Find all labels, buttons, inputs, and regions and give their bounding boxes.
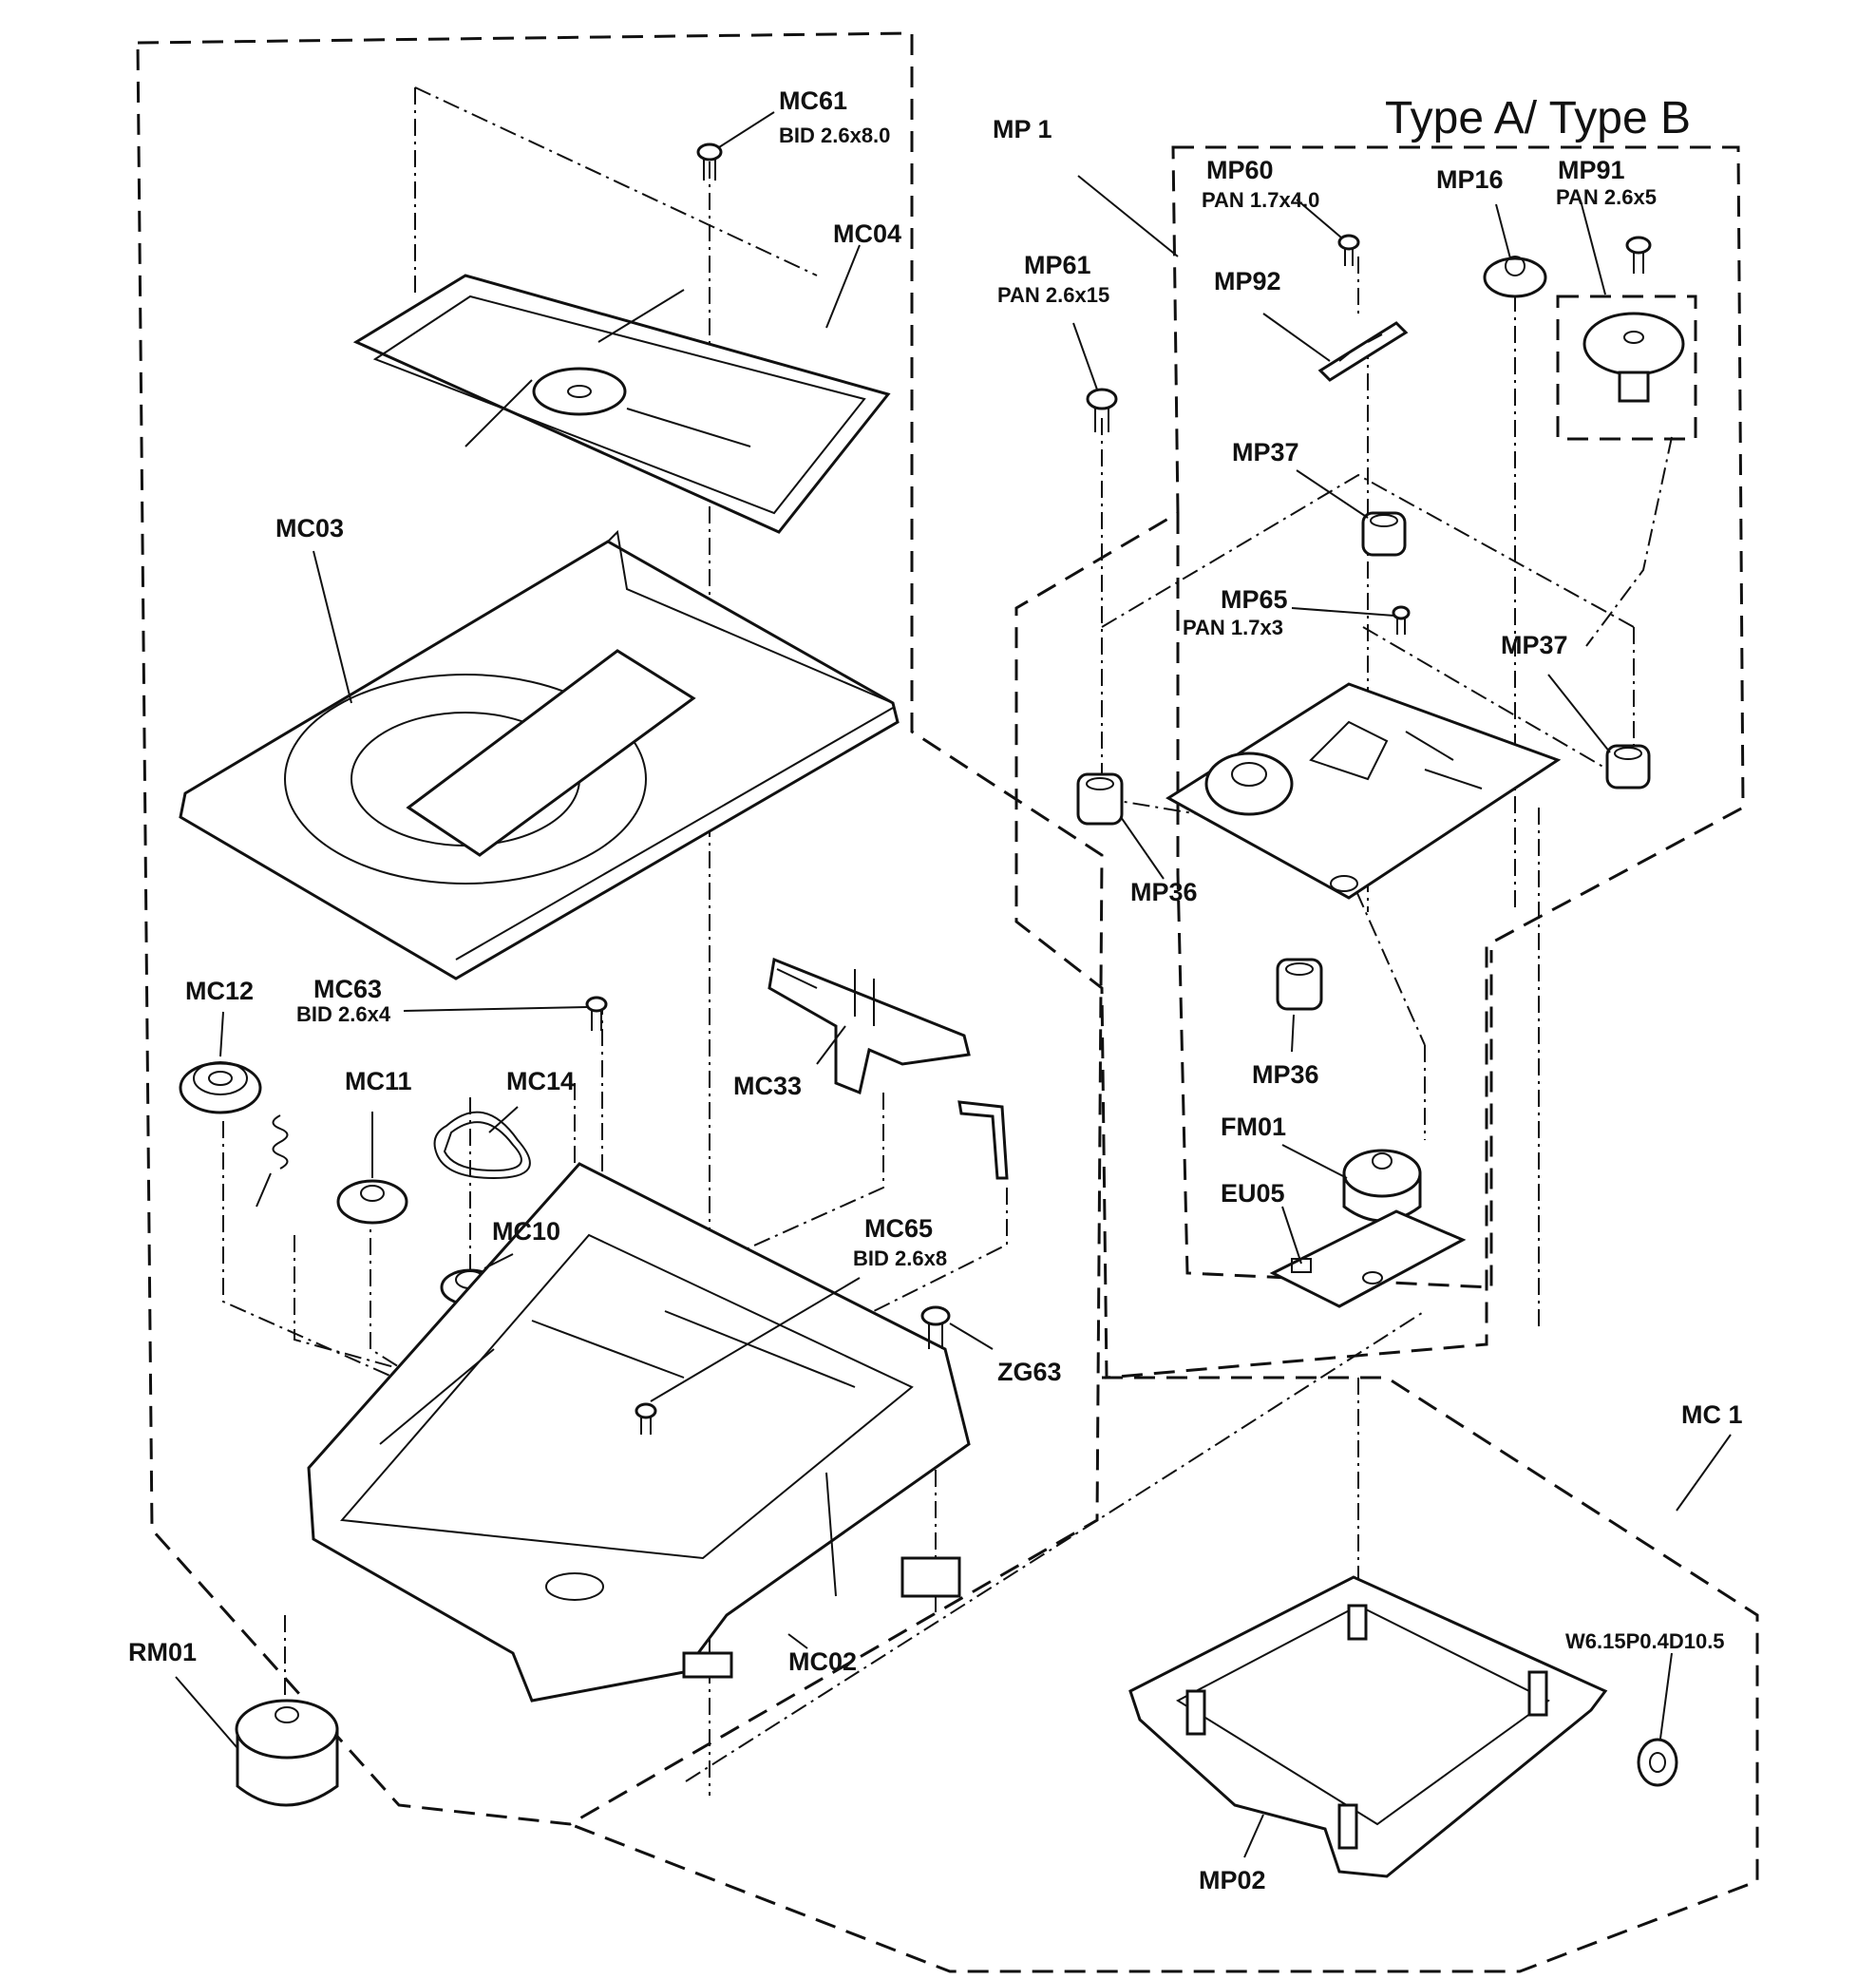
chassis-mc02-icon — [307, 1162, 971, 1703]
screw-zg63-icon — [920, 1305, 951, 1349]
label-rm01: RM01 — [128, 1638, 197, 1666]
label-mp60: MP60 — [1206, 156, 1274, 184]
label-mp36-left: MP36 — [1130, 878, 1198, 906]
screw-mc63-icon — [585, 996, 608, 1031]
label-mc63-spec: BID 2.6x4 — [296, 1002, 391, 1026]
label-mp91-spec: PAN 2.6x5 — [1556, 185, 1657, 209]
label-mp37-right: MP37 — [1501, 631, 1568, 659]
label-mp61: MP61 — [1024, 251, 1091, 279]
leader-lines — [175, 111, 1732, 1858]
tray-cover-mc04-icon — [352, 274, 891, 534]
motor-fm01-icon — [1342, 1149, 1422, 1223]
disc-tray-mc03-icon — [179, 529, 900, 980]
label-mc33: MC33 — [733, 1072, 802, 1100]
label-mc1: MC 1 — [1681, 1400, 1743, 1429]
label-mc04: MC04 — [833, 219, 901, 248]
screw-mp61-icon — [1086, 388, 1118, 432]
frame-mp02-icon — [1128, 1575, 1608, 1878]
clip-mp92-icon — [1317, 321, 1409, 382]
label-zg63: ZG63 — [997, 1358, 1062, 1386]
traverse-mechanism-icon — [1165, 682, 1562, 900]
label-mp1: MP 1 — [993, 115, 1052, 143]
label-mc14: MC14 — [506, 1067, 575, 1095]
label-mc02: MC02 — [788, 1647, 857, 1676]
label-mc65: MC65 — [864, 1214, 933, 1243]
washer-icon — [1637, 1738, 1678, 1787]
label-mc12: MC12 — [185, 977, 254, 1005]
label-mp60-spec: PAN 1.7x4.0 — [1202, 188, 1319, 212]
gear-mp91-icon — [1582, 312, 1685, 403]
spring-icon — [256, 1114, 289, 1208]
label-mp61-spec: PAN 2.6x15 — [997, 283, 1109, 307]
label-mp36-bottom: MP36 — [1252, 1060, 1319, 1089]
gear-mc12-icon — [179, 1061, 262, 1114]
label-mc61-spec: BID 2.6x8.0 — [779, 124, 890, 147]
gear-mp16-icon — [1483, 256, 1547, 298]
label-mc03: MC03 — [275, 514, 344, 542]
screw-mc61-icon — [696, 143, 723, 181]
damper-mp36-left-icon — [1076, 772, 1124, 826]
label-mp02: MP02 — [1199, 1866, 1266, 1894]
belt-mc14-icon — [433, 1111, 531, 1180]
label-mp16: MP16 — [1436, 165, 1504, 194]
type-b-boundary — [1556, 295, 1697, 441]
damper-mp37-right-icon — [1605, 744, 1651, 790]
label-mc11: MC11 — [345, 1067, 412, 1095]
label-mp92: MP92 — [1214, 267, 1281, 295]
screw-mp65-icon — [1392, 605, 1411, 635]
mp-unit-inner-boundary — [1176, 513, 1493, 1289]
label-mp37-top: MP37 — [1232, 438, 1299, 466]
screw-mp60-icon — [1337, 234, 1360, 266]
bracket-icon — [957, 1100, 1009, 1180]
board-eu05-icon — [1269, 1209, 1467, 1308]
screw-mc65-icon — [635, 1402, 657, 1435]
label-mc61: MC61 — [779, 86, 847, 115]
label-washer: W6.15P0.4D10.5 — [1565, 1629, 1725, 1653]
diagram-title: Type A/ Type B — [1385, 93, 1691, 143]
label-fm01: FM01 — [1221, 1113, 1286, 1141]
damper-mp37-top-icon — [1361, 511, 1407, 557]
damper-mp36-bottom-icon — [1276, 958, 1323, 1011]
lever-mc33-icon — [767, 957, 971, 1095]
label-eu05: EU05 — [1221, 1179, 1285, 1208]
label-mp65: MP65 — [1221, 585, 1288, 614]
mc1-bottom-boundary — [569, 1376, 1759, 1973]
label-mc10: MC10 — [492, 1217, 560, 1246]
gear-mc11-icon — [336, 1179, 408, 1225]
label-mc63: MC63 — [313, 975, 382, 1003]
label-mc65-spec: BID 2.6x8 — [853, 1246, 947, 1270]
label-mp65-spec: PAN 1.7x3 — [1183, 616, 1283, 639]
screw-mp91-icon — [1625, 236, 1652, 274]
label-mp91: MP91 — [1558, 156, 1625, 184]
motor-rm01-icon — [235, 1699, 339, 1807]
